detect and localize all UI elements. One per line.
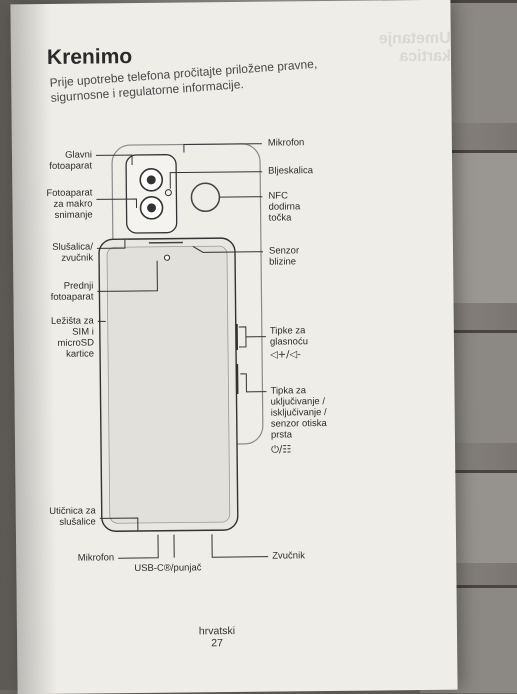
footer-language: hrvatski [187, 625, 247, 638]
label-macro-camera: Fotoaparat za makro snimanje [24, 187, 92, 221]
label-earpiece: Slušalica/ zvučnik [27, 241, 93, 264]
label-headphone-jack: Utičnica za slušalice [26, 505, 96, 528]
label-speaker: Zvučnik [272, 550, 352, 562]
manual-page: Umetanje kartica Krenimo Prije upotrebe … [10, 0, 457, 694]
label-proximity: Senzor blizine [269, 245, 349, 268]
label-nfc: NFC dodirna točka [268, 190, 348, 224]
label-main-camera: Glavni fotoaparat [26, 149, 92, 172]
power-fingerprint-icons: ⏻/☷ [271, 444, 331, 456]
label-front-camera: Prednji fotoaparat [27, 280, 93, 303]
front-camera-hole [164, 255, 169, 260]
nfc-point [191, 183, 219, 211]
label-usb: USB-C®/punjač [134, 562, 244, 574]
label-mic-bottom: Mikrofon [38, 552, 114, 564]
label-flash: Bljeskalica [268, 165, 358, 177]
label-power: Tipka za uključivanje / isključivanje / … [270, 385, 371, 441]
camera-module [126, 155, 177, 234]
label-mic-top: Mikrofon [268, 137, 358, 149]
phone-screen [107, 246, 230, 523]
volume-up-down-icons: ◁+/◁- [270, 349, 330, 361]
page-footer: hrvatski 27 [187, 625, 247, 650]
page-number: 27 [187, 637, 247, 650]
label-volume: Tipke za glasnoću [270, 325, 350, 348]
label-sim-tray: Ležišta za SIM i microSD kartice [24, 315, 94, 360]
